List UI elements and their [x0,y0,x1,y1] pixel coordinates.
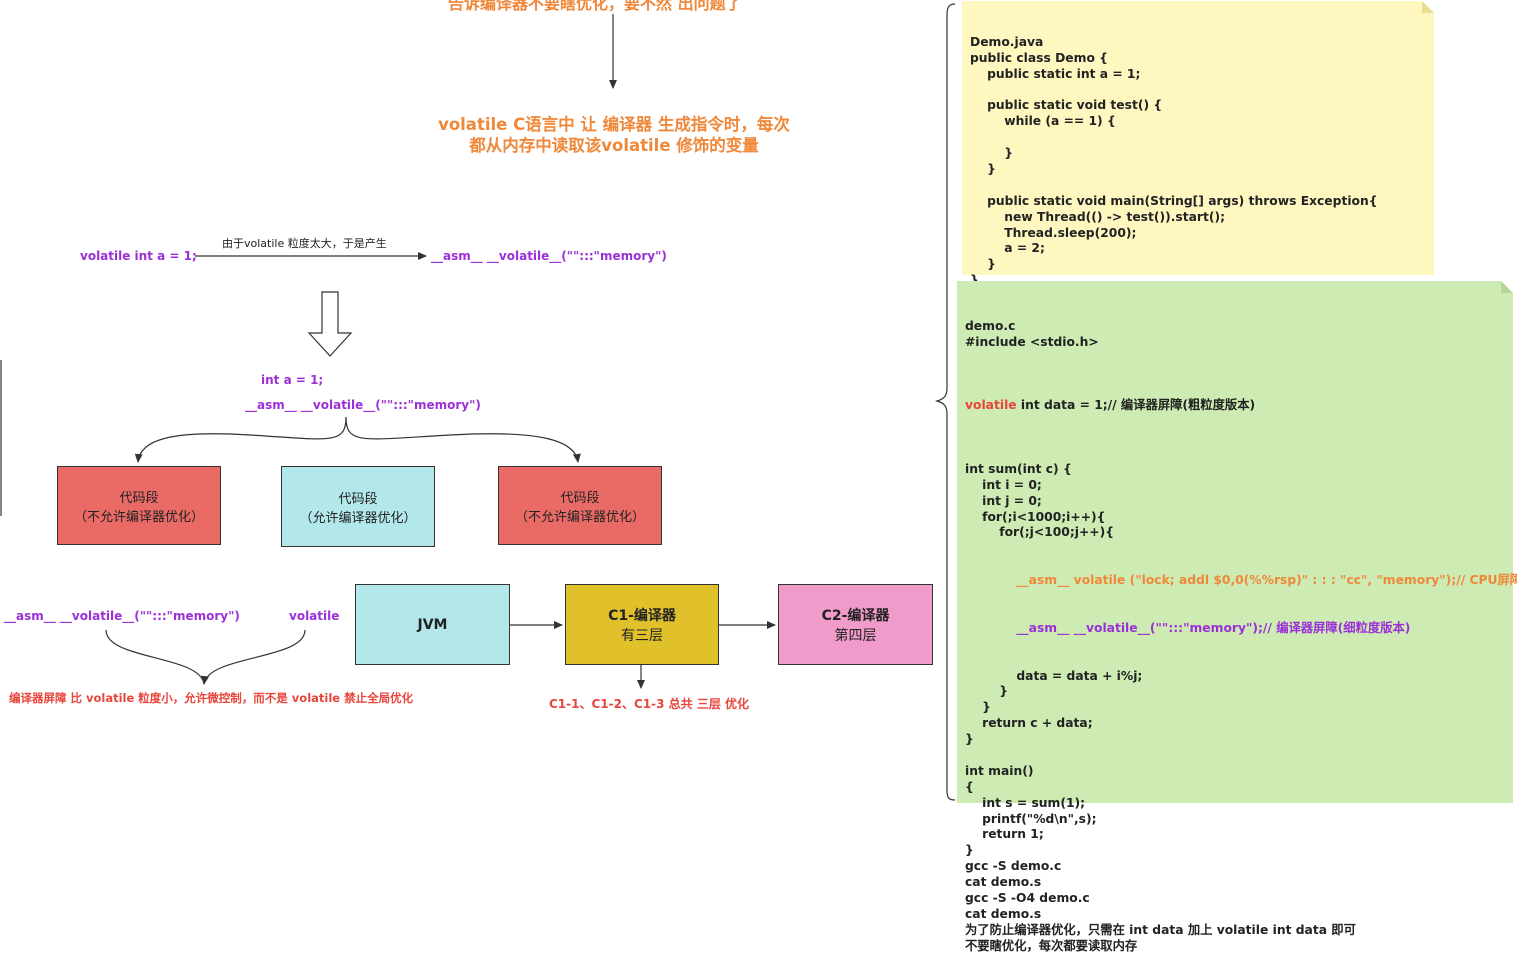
left-code-label: volatile int a = 1; [80,249,197,263]
compare-right-label: volatile [289,609,340,623]
code-line: Demo.java [970,34,1044,49]
code-line: 不要瞎优化，每次都要读取内存 [965,938,1138,953]
compare-brace-right [201,629,306,685]
code-line: int sum(int c) { [965,461,1072,476]
code-line [970,82,1434,98]
code-line: } [970,161,996,176]
code-line: gcc -S -O4 demo.c [965,891,1090,906]
compare-conclusion: 编译器屏障 比 volatile 粒度小，允许微控制，而不是 volatile … [9,691,414,705]
code-line-1: int a = 1; [261,373,324,387]
code-line: public class Demo { [970,50,1108,65]
code-line: public static void test() { [970,98,1163,113]
code-line: } [965,700,991,715]
c2-subtitle: 第四层 [834,627,877,644]
code-line: for(;j<100;j++){ [965,525,1114,540]
code-line: public static void main(String[] args) t… [970,193,1378,208]
code-line: data = data + i%j; [965,668,1143,683]
segment-subtitle: （不允许编译器优化） [73,509,204,525]
segment-subtitle: （不允许编译器优化） [514,509,645,525]
code-line: } [965,684,1009,699]
code-line-2: __asm__ __volatile__("":::"memory") [245,398,481,412]
c-note: demo.c#include <stdio.h> volatile int da… [957,281,1517,953]
code-line: } [965,843,974,858]
code-line: demo.c [965,318,1016,333]
c-volatile-line: volatile int data = 1;// 编译器屏障(粗粒度版本) [965,398,1513,414]
code-line: new Thread(() -> test()).start(); [970,209,1226,224]
code-line [965,446,1513,462]
code-line: } [970,273,1434,289]
segment-box-1: 代码段 （不允许编译器优化） [57,466,221,545]
code-line: return 1; [965,827,1044,842]
right-code-label: __asm__ __volatile__("":::"memory") [431,249,667,263]
c-asm-cpu-line: __asm__ volatile ("lock; addl $0,0(%%rsp… [965,573,1517,588]
c2-box: C2-编译器 第四层 [778,584,933,665]
partial-heading: 告诉编译器不要瞎优化，要不然 出问题了 [448,0,742,13]
code-line: { [965,779,974,794]
code-line: for(;i<1000;i++){ [965,509,1106,524]
code-line: return c + data; [965,716,1093,731]
code-line: int i = 0; [965,477,1042,492]
code-line: cat demo.s [965,906,1042,921]
c-note-fold [1501,281,1513,293]
volatile-heading: volatile C语言中 让 编译器 生成指令时，每次 都从内存中读取该vol… [400,114,828,156]
connector-layer [0,3,956,801]
code-line [970,178,1434,194]
arrow-label: 由于volatile 粒度太大，于是产生 [222,237,387,250]
c1-note: C1-1、C1-2、C1-3 总共 三层 优化 [549,697,749,711]
code-line: printf("%d\n",s); [965,811,1097,826]
code-line: int j = 0; [965,493,1042,508]
code-line: } [965,732,974,747]
code-line: a = 2; [970,241,1045,256]
code-line: } [970,146,1014,161]
notes-curly-brace [934,3,956,801]
code-line: gcc -S demo.c [965,859,1062,874]
code-line: 为了防止编译器优化，只需在 int data 加上 volatile int d… [965,922,1356,937]
segment-title: 代码段 [560,490,600,506]
code-line [965,748,1513,764]
c1-subtitle: 有三层 [621,627,663,644]
code-line: } [970,257,996,272]
compare-brace-left [105,629,205,685]
java-note-fold [1422,1,1434,13]
code-line: public static int a = 1; [970,66,1141,81]
segment-title: 代码段 [119,490,159,506]
code-line: cat demo.s [965,875,1042,890]
segment-box-3: 代码段 （不允许编译器优化） [498,466,662,545]
volatile-heading-line2: 都从内存中读取该volatile 修饰的变量 [469,136,759,155]
jvm-label: JVM [417,616,448,633]
c-asm-compiler-line: __asm__ __volatile__("":::"memory");// 编… [965,620,1411,635]
segment-title: 代码段 [338,491,378,507]
c2-title: C2-编译器 [821,607,890,624]
code-line: Thread.sleep(200); [970,225,1137,240]
compare-left-label: __asm__ __volatile__("":::"memory") [4,609,240,623]
code-line: while (a == 1) { [970,114,1116,129]
jvm-box: JVM [355,584,510,665]
volatile-heading-line1: volatile C语言中 让 编译器 生成指令时，每次 [438,115,790,134]
brace-left [134,416,347,463]
code-line: int main() [965,763,1034,778]
code-line: int s = sum(1); [965,795,1086,810]
code-line: #include <stdio.h> [965,334,1099,349]
segment-subtitle: （允许编译器优化） [299,510,417,526]
code-line [965,351,1513,367]
c-volatile-rest: int data = 1;// 编译器屏障(粗粒度版本) [1016,398,1256,413]
code-line [970,130,1434,146]
segment-box-2: 代码段 （允许编译器优化） [281,466,435,547]
hollow-down-arrow [307,291,353,357]
c-volatile-keyword: volatile [965,398,1017,413]
brace-right [345,416,581,463]
c1-box: C1-编译器 有三层 [565,584,719,665]
c1-title: C1-编译器 [608,607,676,624]
